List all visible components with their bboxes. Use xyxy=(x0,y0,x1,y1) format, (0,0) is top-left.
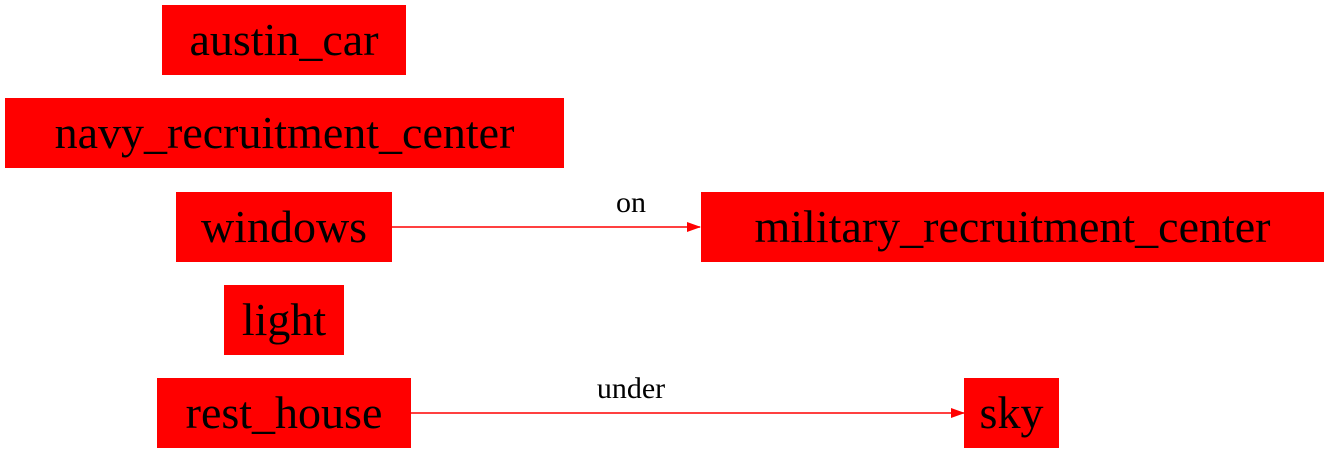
node-windows[interactable]: windows xyxy=(176,192,392,262)
node-label-rest-house: rest_house xyxy=(185,387,383,438)
node-military-recruitment-center[interactable]: military_recruitment_center xyxy=(701,192,1324,262)
node-light[interactable]: light xyxy=(224,285,344,355)
node-label-navy-recruitment-center: navy_recruitment_center xyxy=(54,107,515,158)
node-rest-house[interactable]: rest_house xyxy=(157,378,411,448)
node-label-military-recruitment-center: military_recruitment_center xyxy=(754,201,1271,252)
node-navy-recruitment-center[interactable]: navy_recruitment_center xyxy=(5,98,564,168)
node-label-windows: windows xyxy=(200,201,368,252)
node-austin-car[interactable]: austin_car xyxy=(162,5,406,75)
node-label-sky: sky xyxy=(979,387,1044,438)
node-sky[interactable]: sky xyxy=(964,378,1059,448)
node-label-austin-car: austin_car xyxy=(189,14,379,65)
node-label-light: light xyxy=(241,294,327,345)
edge-label-on: on xyxy=(616,186,646,219)
edge-label-under: under xyxy=(596,372,666,405)
